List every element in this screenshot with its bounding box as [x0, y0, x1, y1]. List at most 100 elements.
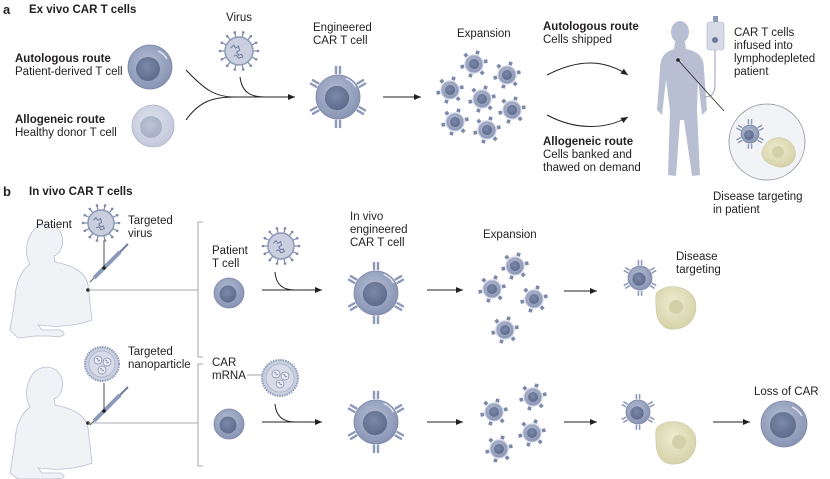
car-receptor-icon [735, 136, 744, 144]
patient-label: Patient [36, 219, 72, 231]
allogeneic-merge-curve [185, 96, 236, 121]
loss-of-car-label: Loss of CAR [754, 386, 819, 398]
car-receptor-icon [347, 301, 359, 312]
car-receptor-icon [355, 105, 367, 116]
patient-upper-body-2 [9, 366, 93, 479]
disease-targeting-row2 [620, 393, 697, 465]
patient-t-cell-label: Patient T cell [212, 245, 248, 270]
expanded-car-t-cell [501, 252, 529, 280]
allogeneic-banking-title: Allogeneic route [543, 136, 634, 148]
allogeneic-route-title: Allogeneic route [15, 114, 106, 126]
car-receptor-icon [347, 274, 359, 285]
car-receptor-icon [746, 143, 754, 150]
car-receptor-icon [372, 261, 380, 271]
panel-b-title: In vivo CAR T cells [29, 186, 133, 198]
expansion-label-a: Expansion [457, 28, 511, 40]
car-receptor-icon [636, 289, 644, 297]
expansion-label-b: Expansion [483, 229, 537, 241]
engineered-car-t-label: Engineered CAR T cell [313, 22, 372, 47]
car-receptor-icon [622, 281, 631, 290]
expanded-car-t-cell [485, 435, 513, 463]
car-receptor-icon [756, 136, 765, 144]
expanded-car-t-cell [491, 316, 519, 344]
expanded-car-t-cell [478, 275, 506, 303]
virus-icon-row1 [261, 227, 301, 265]
allogeneic-route-arrow [546, 114, 629, 127]
car-receptor-icon [647, 400, 656, 409]
car-receptor-icon [622, 266, 631, 275]
t-cell-nucleus [362, 410, 388, 436]
t-cell-nucleus [744, 130, 754, 140]
disease-targeting-label: Disease targeting [676, 251, 721, 276]
car-receptor-icon [355, 78, 367, 89]
car-receptor-icon [372, 390, 380, 400]
disease-targeting-in-patient-label: Disease targeting in patient [713, 191, 803, 216]
car-receptor-icon [634, 423, 642, 431]
syringe-icon-2 [89, 383, 129, 426]
car-receptor-icon [634, 393, 642, 401]
expanded-car-t-cell [460, 50, 488, 78]
bracket-2 [197, 363, 203, 467]
expanded-car-t-cell [436, 76, 464, 104]
car-receptor-icon [393, 403, 405, 414]
callout-line [677, 59, 725, 112]
targeted-nanoparticle-label: Targeted nanoparticle [128, 346, 191, 371]
allogeneic-banking-subtitle: Cells banked and thawed on demand [543, 149, 641, 174]
panel-a [127, 16, 806, 181]
targeted-virus-icon [81, 204, 121, 242]
car-receptor-icon [372, 315, 380, 325]
expansion-cluster-row1 [478, 252, 548, 344]
expanded-car-t-cell [520, 285, 548, 313]
expansion-cluster-a [436, 50, 526, 144]
virus-label: Virus [226, 12, 252, 24]
expanded-car-t-cell [441, 108, 469, 136]
panel-b-letter: b [3, 184, 11, 199]
car-receptor-icon [393, 430, 405, 441]
nanoparticle-icon-row2 [261, 359, 299, 397]
car-receptor-icon [347, 403, 359, 414]
autologous-shipping-subtitle: Cells shipped [543, 34, 613, 46]
targeted-nanoparticle-icon [84, 346, 120, 382]
targeted-virus-label: Targeted virus [128, 215, 173, 240]
in-vivo-car-t-cell-row2 [347, 390, 405, 454]
infusion-label: CAR T cells infused into lymphodepleted … [734, 27, 816, 78]
patient-upper-body-1 [9, 223, 93, 339]
autologous-t-cell [127, 44, 173, 90]
car-receptor-icon [649, 281, 658, 290]
autologous-shipping-title: Autologous route [543, 21, 639, 33]
car-mrna-label: CAR mRNA [212, 357, 246, 382]
car-receptor-icon [334, 119, 342, 129]
disease-targeting-inset [728, 103, 806, 181]
patient-silhouette [657, 21, 707, 176]
car-receptor-icon [393, 274, 405, 285]
t-cell-nucleus [324, 85, 350, 111]
autologous-merge-curve [185, 69, 290, 98]
panel-b [9, 204, 808, 479]
bracket-1 [197, 221, 203, 358]
expansion-cluster-row2 [480, 383, 547, 463]
car-receptor-icon [620, 415, 629, 424]
autologous-route-arrow [546, 62, 629, 76]
car-receptor-icon [372, 444, 380, 454]
expanded-car-t-cell [480, 398, 508, 426]
car-receptor-icon [620, 400, 629, 409]
car-receptor-icon [309, 105, 321, 116]
patient-t-cell-row1 [213, 277, 245, 309]
t-cell-nucleus [630, 406, 644, 420]
in-vivo-car-t-cell-row1 [347, 261, 405, 325]
car-receptor-icon [334, 65, 342, 75]
autologous-route-title: Autologous route [15, 53, 111, 65]
syringe-icon-1 [89, 240, 129, 283]
car-receptor-icon [309, 78, 321, 89]
expanded-car-t-cell [518, 419, 546, 447]
expanded-car-t-cell [519, 383, 547, 411]
t-cell-nucleus [362, 281, 388, 307]
t-cell-nucleus [632, 272, 646, 286]
expanded-car-t-cell [473, 116, 501, 144]
car-receptor-icon [756, 124, 765, 132]
in-vivo-engineered-label: In vivo engineered CAR T cell [350, 211, 408, 249]
allogeneic-t-cell [131, 104, 175, 148]
car-receptor-icon [647, 415, 656, 424]
car-receptor-icon [746, 118, 754, 125]
